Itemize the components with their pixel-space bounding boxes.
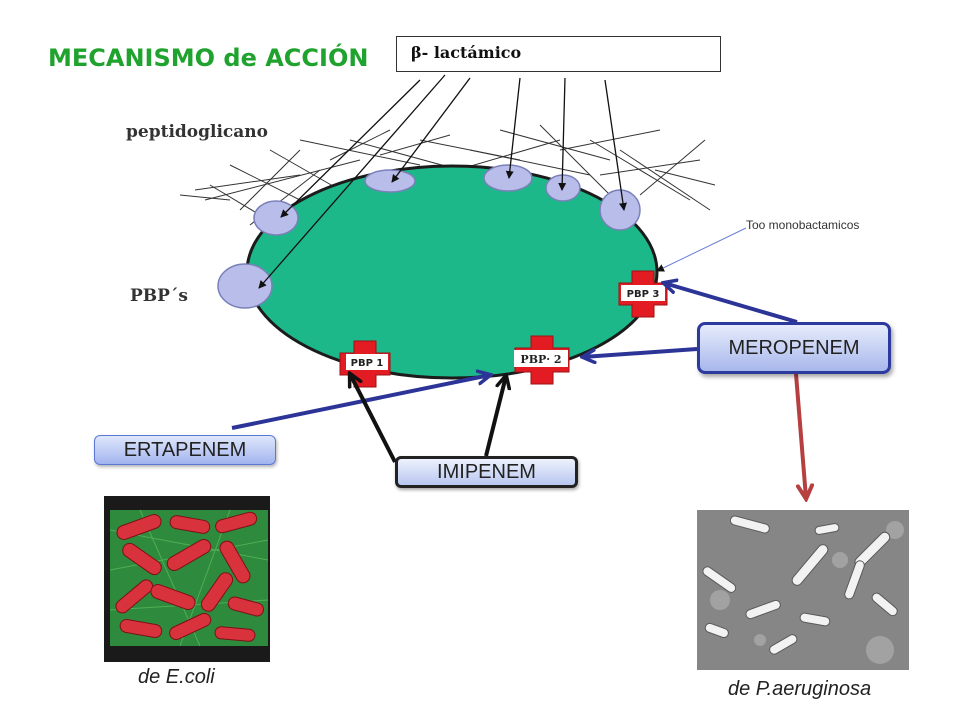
meropenem-box: MEROPENEM xyxy=(697,322,891,374)
pbps-label: PBP´s xyxy=(130,286,189,306)
bacterial-cell xyxy=(245,164,659,380)
imipenem-box: IMIPENEM xyxy=(395,456,578,488)
pbp2-label: PBP· 2 xyxy=(520,353,561,366)
ertapenem-box: ERTAPENEM xyxy=(94,435,276,465)
ertapenem-to-pbp2-arrow xyxy=(231,375,490,430)
pbp3-label: PBP 3 xyxy=(627,289,660,300)
pbp1-cross: PBP 1 xyxy=(339,340,391,388)
page-title: MECANISMO de ACCIÓN xyxy=(48,44,369,72)
monobactam-note: Too monobactamicos xyxy=(746,218,860,232)
peptidoglycan-mesh xyxy=(179,124,716,226)
pbp3-cross: PBP 3 xyxy=(618,270,668,318)
pbp-bubbles xyxy=(217,164,641,309)
paeruginosa-micrograph xyxy=(697,510,909,670)
ecoli-micrograph xyxy=(104,496,270,662)
peptidoglycan-label: peptidoglicano xyxy=(126,122,268,142)
pbp1-label: PBP 1 xyxy=(351,358,384,369)
pbp2-cross: PBP· 2 xyxy=(514,335,570,385)
paeruginosa-caption: de P.aeruginosa xyxy=(728,678,872,700)
imipenem-to-pbp1-arrow xyxy=(350,374,397,463)
ecoli-caption: de E.coli xyxy=(138,666,215,688)
imipenem-to-pbp2-arrow xyxy=(484,376,506,457)
beta-lactam-label: β- lactámico xyxy=(411,43,522,62)
beta-lactam-arrows xyxy=(258,74,627,289)
meropenem-to-paeruginosa-arrow xyxy=(794,373,806,498)
note-pointer xyxy=(656,227,747,272)
beta-lactam-box: β- lactámico xyxy=(396,36,721,72)
meropenem-to-pbp3-arrow xyxy=(664,283,798,324)
meropenem-to-pbp2-arrow xyxy=(583,347,698,357)
